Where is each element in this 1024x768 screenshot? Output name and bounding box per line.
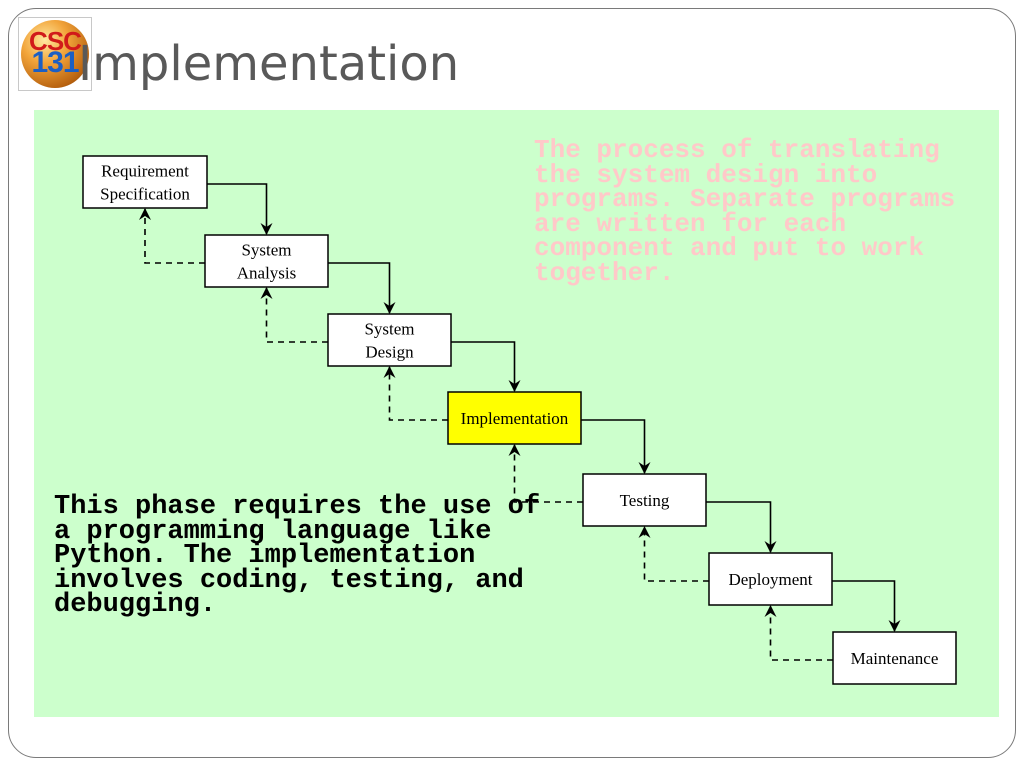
- phase-label-requirement: Specification: [100, 185, 190, 204]
- phase-box-testing: [582, 473, 707, 527]
- phase-label-requirement: Requirement: [101, 162, 189, 181]
- logo-text-bottom: 131: [31, 46, 79, 79]
- logo-text-top: CSC: [29, 26, 82, 56]
- feedback-arrow-testing-to-implementation: [508, 444, 583, 503]
- phase-label-deployment: Deployment: [728, 570, 812, 589]
- phase-node-deployment: Deployment: [708, 552, 833, 606]
- phase-box-maintenance: [832, 631, 957, 685]
- feedback-arrow-maintenance-to-deployment: [764, 605, 833, 661]
- diagram-nodes: RequirementSpecificationSystemAnalysisSy…: [82, 155, 957, 685]
- phase-label-analysis: System: [241, 241, 291, 260]
- forward-arrow-deployment-to-maintenance: [832, 580, 901, 632]
- phase-label-design: System: [364, 320, 414, 339]
- phase-box-design: [327, 313, 452, 367]
- phase-box-analysis: [204, 234, 329, 288]
- slide-title: Implementation: [78, 36, 460, 92]
- phase-label-design: Design: [365, 343, 414, 362]
- forward-arrow-design-to-implementation: [451, 341, 521, 392]
- phase-label-testing: Testing: [620, 491, 670, 510]
- phase-box-deployment: [708, 552, 833, 606]
- forward-arrow-analysis-to-design: [328, 262, 396, 314]
- phase-node-implementation: Implementation: [447, 391, 582, 445]
- diagram-links: [139, 183, 901, 661]
- phase-label-maintenance: Maintenance: [851, 649, 939, 668]
- phase-node-testing: Testing: [582, 473, 707, 527]
- csc131-logo: CSC 131: [18, 17, 92, 91]
- phase-description-text: This phase requires the use of a program…: [54, 492, 541, 620]
- feedback-arrow-design-to-analysis: [260, 287, 328, 343]
- feedback-arrow-deployment-to-testing: [638, 526, 709, 582]
- faint-description-text: The process of translating the system de…: [534, 135, 956, 288]
- feedback-arrow-analysis-to-requirement: [139, 208, 205, 264]
- feedback-arrow-implementation-to-design: [383, 366, 448, 421]
- forward-arrow-implementation-to-testing: [581, 419, 651, 474]
- phase-box-implementation: [447, 391, 582, 445]
- forward-arrow-requirement-to-analysis: [207, 183, 273, 235]
- forward-arrow-testing-to-deployment: [706, 501, 777, 553]
- logo-globe: [21, 20, 89, 88]
- phase-label-analysis: Analysis: [237, 264, 297, 283]
- phase-box-requirement: [82, 155, 208, 209]
- phase-node-maintenance: Maintenance: [832, 631, 957, 685]
- phase-label-implementation: Implementation: [461, 409, 569, 428]
